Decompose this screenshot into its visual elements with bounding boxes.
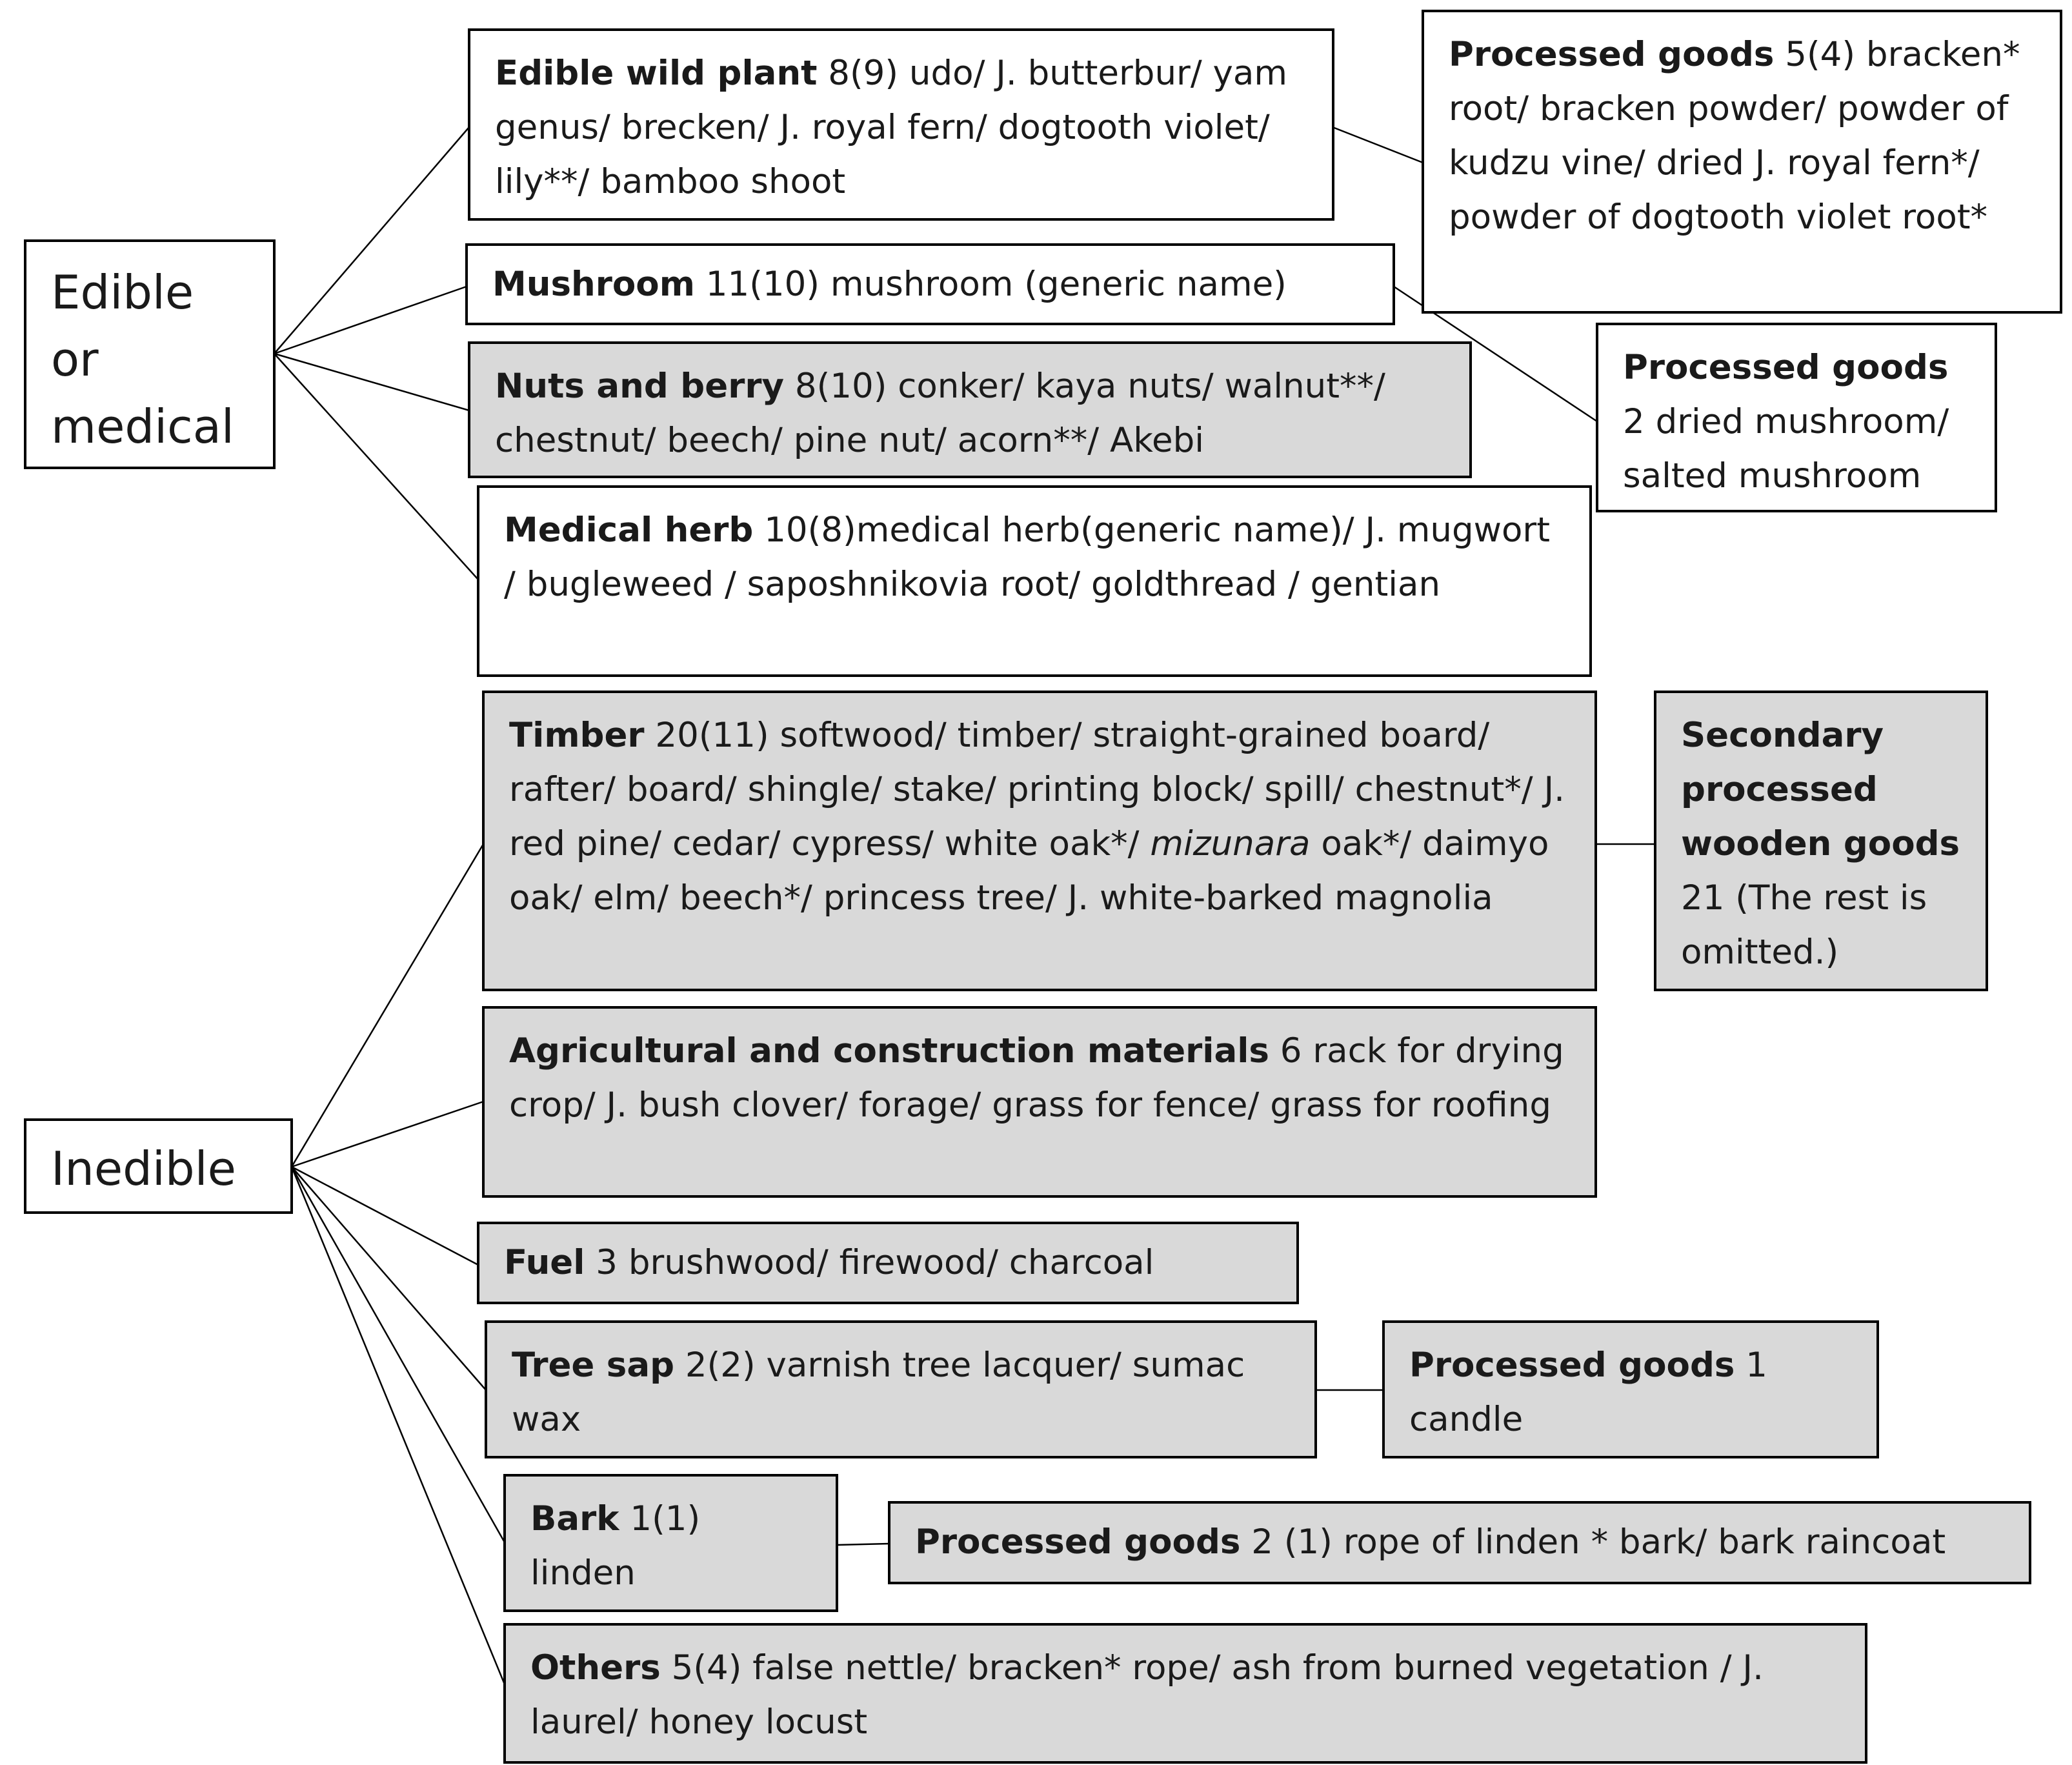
text-fuel: 3 brushwood/ firewood/ charcoal [585, 1243, 1154, 1282]
title-processed-mushroom: Processed goods [1623, 348, 1949, 387]
box-processed-bark: Processed goods 2 (1) rope of linden * b… [888, 1501, 2031, 1584]
title-mushroom: Mushroom [492, 265, 695, 304]
connector-edible-herb [274, 353, 479, 580]
connector-edible-mushroom [274, 285, 467, 355]
text-processed-bark: 2 (1) rope of linden * bark/ bark rainco… [1240, 1522, 1946, 1562]
connector-inedible-sap [291, 1166, 487, 1391]
text-agri-construction: 6 rack for drying crop/ J. bush clover/ … [509, 1031, 1564, 1125]
connector-edible-wildplant [274, 126, 470, 354]
text-edible-wild-plant: 8(9) udo/ J. butterbur/ yam genus/ breck… [495, 54, 1288, 201]
text-secondary-wooden-goods: 21 (The rest is omitted.) [1681, 878, 1927, 972]
connector-inedible-fuel [291, 1165, 479, 1266]
title-fuel: Fuel [504, 1243, 585, 1282]
box-others: Others 5(4) false nettle/ bracken* rope/… [503, 1623, 1867, 1764]
title-processed-sap: Processed goods [1409, 1346, 1735, 1385]
title-medical-herb: Medical herb [504, 510, 754, 550]
text-mushroom: 11(10) mushroom (generic name) [694, 265, 1287, 304]
title-processed-wild-plant: Processed goods [1449, 35, 1775, 74]
box-processed-mushroom: Processed goods 2 dried mushroom/ salted… [1596, 323, 1997, 512]
box-secondary-wooden-goods: Secondary processed wooden goods 21 (The… [1654, 691, 1988, 991]
title-agri-construction: Agricultural and construction materials [509, 1031, 1269, 1071]
box-tree-sap: Tree sap 2(2) varnish tree lacquer/ suma… [485, 1320, 1317, 1458]
root-inedible: Inedible [24, 1118, 293, 1214]
box-nuts-berry: Nuts and berry 8(10) conker/ kaya nuts/ … [468, 341, 1472, 478]
connector-edible-nuts [274, 352, 470, 412]
root-edible-medical: Edible or medical [24, 239, 276, 469]
connector-bark-processed [836, 1542, 890, 1546]
connector-wildplant-processed [1332, 126, 1423, 164]
text-timber-part1: 20(11) softwood/ timber/ straight-graine… [509, 716, 1565, 863]
box-processed-wild-plant: Processed goods 5(4) bracken* root/ brac… [1422, 10, 2062, 314]
text-processed-mushroom: 2 dried mushroom/ salted mushroom [1623, 402, 1949, 496]
text-timber-italic: mizunara [1150, 824, 1311, 863]
title-tree-sap: Tree sap [512, 1346, 675, 1385]
connector-inedible-agri [291, 1100, 484, 1168]
box-timber: Timber 20(11) softwood/ timber/ straight… [482, 691, 1597, 991]
connector-inedible-others [290, 1166, 506, 1685]
title-edible-wild-plant: Edible wild plant [495, 54, 818, 93]
text-bark: 1(1) linden [530, 1499, 701, 1593]
title-nuts-berry: Nuts and berry [495, 367, 785, 406]
text-tree-sap: 2(2) varnish tree lacquer/ sumac wax [512, 1346, 1245, 1439]
box-bark: Bark 1(1) linden [503, 1474, 838, 1612]
text-nuts-berry: 8(10) conker/ kaya nuts/ walnut**/ chest… [495, 367, 1385, 460]
text-processed-sap: 1 candle [1409, 1346, 1768, 1439]
title-others: Others [530, 1648, 661, 1688]
text-timber-part2: oak*/ daimyo oak/ elm/ beech*/ princess … [509, 824, 1549, 918]
text-processed-wild-plant: 5(4) bracken* root/ bracken powder/ powd… [1449, 35, 2020, 237]
box-mushroom: Mushroom 11(10) mushroom (generic name) [465, 243, 1395, 325]
box-medical-herb: Medical herb 10(8)medical herb(generic n… [477, 485, 1592, 677]
text-medical-herb: 10(8)medical herb(generic name)/ J. mugw… [504, 510, 1550, 604]
box-agri-construction: Agricultural and construction materials … [482, 1006, 1597, 1198]
connector-inedible-bark [290, 1166, 506, 1543]
connector-inedible-timber [290, 843, 485, 1167]
title-bark: Bark [530, 1499, 619, 1538]
text-others: 5(4) false nettle/ bracken* rope/ ash fr… [530, 1648, 1764, 1742]
box-processed-sap: Processed goods 1 candle [1382, 1320, 1879, 1458]
title-processed-bark: Processed goods [915, 1522, 1241, 1562]
box-edible-wild-plant: Edible wild plant 8(9) udo/ J. butterbur… [468, 28, 1334, 221]
box-fuel: Fuel 3 brushwood/ firewood/ charcoal [477, 1222, 1299, 1304]
title-secondary-wooden-goods: Secondary processed wooden goods [1681, 716, 1960, 863]
title-timber: Timber [509, 716, 645, 755]
